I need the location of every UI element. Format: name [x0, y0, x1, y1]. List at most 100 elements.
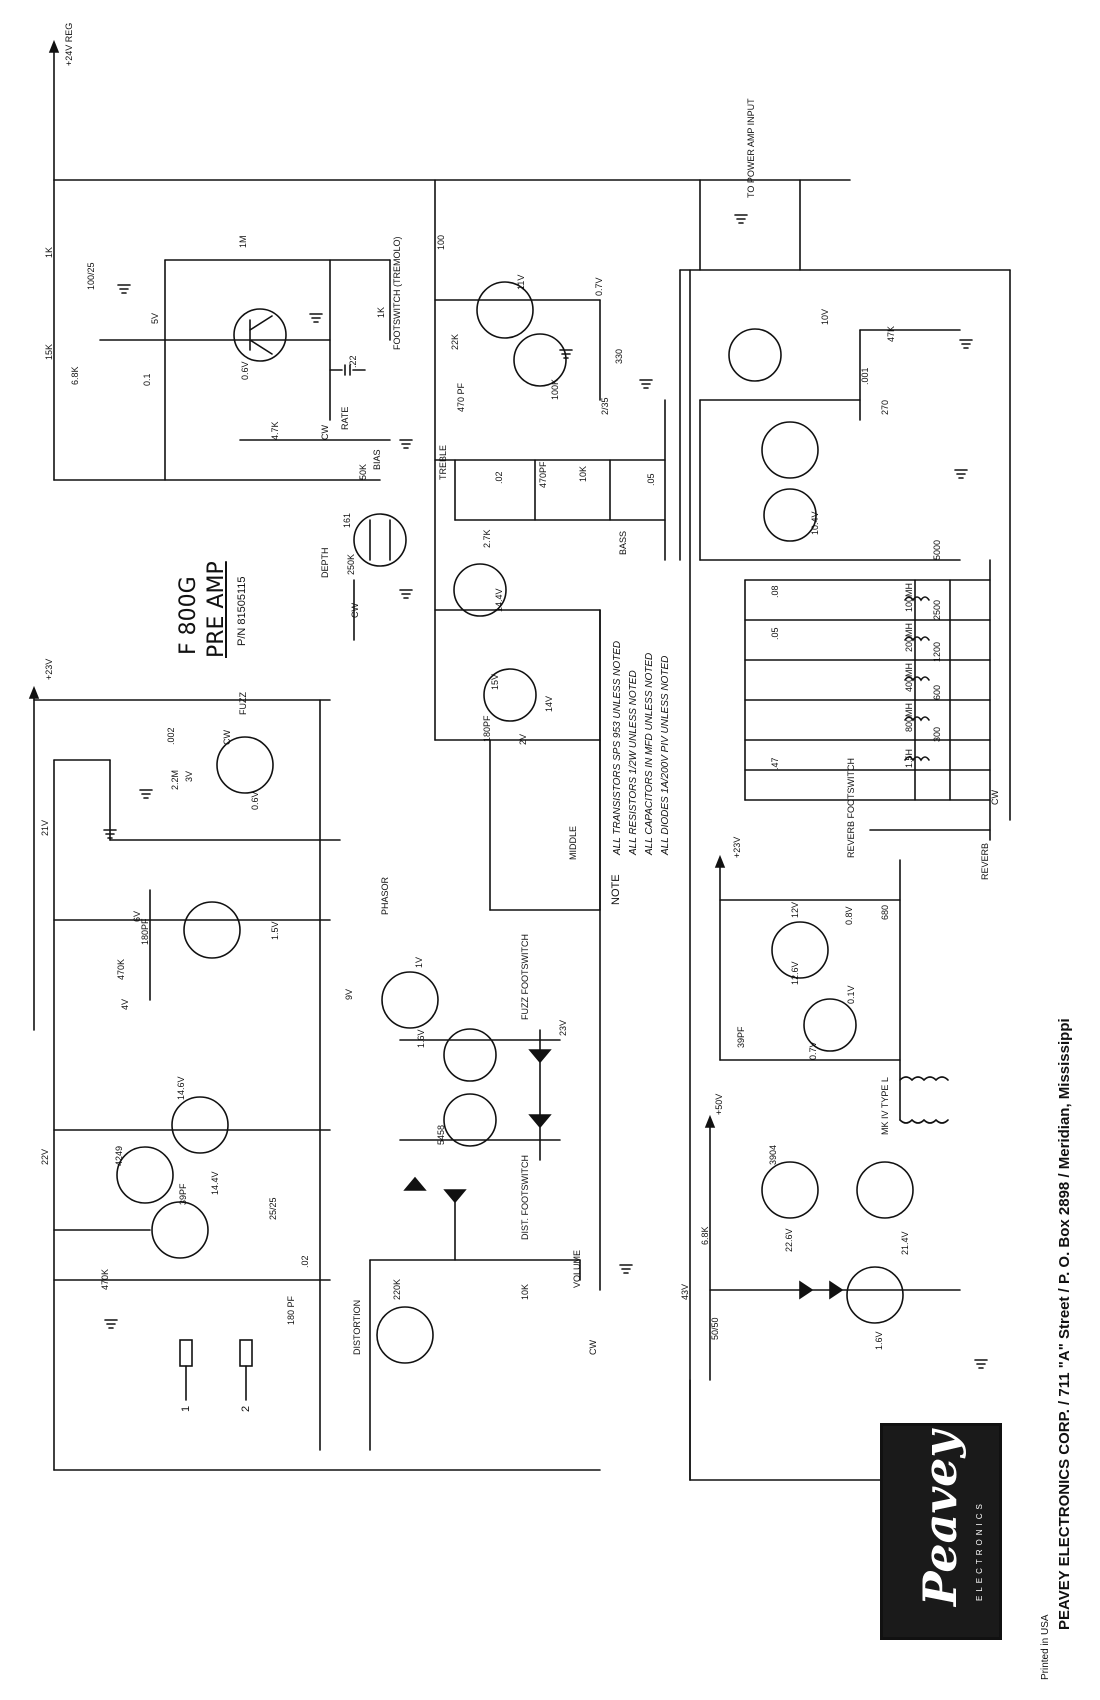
component-label: 5000: [932, 539, 942, 560]
component-label: 0.8V: [844, 906, 854, 925]
component-label: 21.4V: [900, 1231, 910, 1255]
note-line-2: ALL RESISTORS 1/2W UNLESS NOTED: [628, 670, 639, 855]
tremolo-footswitch-label: FOOTSWITCH (TREMOLO): [392, 236, 402, 351]
component-label: 1K: [44, 246, 54, 258]
logo-wordmark: Peavey: [913, 1430, 967, 1606]
dist-footswitch-label: DIST. FOOTSWITCH: [520, 1155, 530, 1240]
reg24-label: +24V REG: [64, 22, 74, 66]
input-jack-2-label: 2: [240, 1405, 252, 1412]
component-label: .08: [770, 585, 780, 598]
component-label: 15K: [44, 343, 54, 360]
component-label: .02: [300, 1255, 310, 1268]
v23-reverb-label: +23V: [732, 836, 742, 858]
cw-marker: CW: [588, 1340, 598, 1355]
component-label: 10V: [820, 308, 830, 325]
component-label: 1.5H: [904, 748, 914, 768]
component-label: 1.6V: [874, 1331, 884, 1350]
component-label: 0.6V: [240, 361, 250, 380]
cw-marker: CW: [350, 603, 360, 618]
component-label: 4V: [120, 998, 130, 1010]
component-label: 270: [880, 399, 890, 415]
company-address: PEAVEY ELECTRONICS CORP. / 711 "A" Stree…: [1056, 1018, 1073, 1630]
component-label: 5V: [150, 312, 160, 324]
component-label: 470K: [116, 958, 126, 980]
component-label: 470 PF: [456, 382, 466, 412]
power-amp-label: TO POWER AMP INPUT: [746, 98, 756, 198]
component-label: 2500: [932, 599, 942, 620]
component-label: 0.6V: [250, 791, 260, 810]
component-label: 0.1V: [846, 985, 856, 1004]
phasor-label: PHASOR: [380, 876, 390, 915]
component-label: 161: [342, 512, 352, 528]
component-label: .22: [348, 355, 358, 368]
component-label: .002: [166, 727, 176, 745]
printed-in: Printed in USA: [1040, 1614, 1051, 1680]
component-label: 800MH: [904, 702, 914, 732]
component-label: .02: [494, 471, 504, 484]
component-label: 220K: [392, 1278, 402, 1300]
cw-marker: CW: [222, 730, 232, 745]
component-label: 4249: [114, 1145, 124, 1166]
component-label: .05: [646, 473, 656, 486]
component-label: 330: [614, 348, 624, 364]
component-label: 10.4V: [810, 511, 820, 535]
component-label: 470PF: [538, 461, 548, 488]
logo-subtitle: ELECTRONICS: [975, 1500, 984, 1601]
component-label: 39PF: [178, 1183, 188, 1205]
reverb-label: REVERB: [980, 842, 990, 880]
component-label: 100/25: [86, 262, 96, 290]
component-label: 1.5V: [270, 921, 280, 940]
component-label: 4.7K: [270, 421, 280, 440]
bass-label: BASS: [618, 530, 628, 555]
component-label: 100MH: [904, 582, 914, 612]
cw-marker: CW: [320, 425, 330, 440]
component-label: 3904: [768, 1144, 778, 1165]
component-label: 14.6V: [176, 1076, 186, 1100]
component-label: 50/50: [710, 1317, 720, 1340]
fuzz-footswitch-label: FUZZ FOOTSWITCH: [520, 934, 530, 1020]
input-stages: [28, 685, 601, 1471]
component-label: 180PF: [482, 715, 492, 742]
component-label: 1200: [932, 641, 942, 662]
bias-label: BIAS: [372, 449, 382, 470]
component-label: 180PF: [140, 918, 150, 945]
component-label: 470K: [100, 1268, 110, 1290]
component-label: 23V: [558, 1019, 568, 1036]
component-label: 100: [436, 234, 446, 250]
reverb-recovery: [689, 269, 991, 1481]
component-label: 2/35: [600, 397, 610, 415]
power-rail-24v: [48, 39, 851, 741]
component-label: 6V: [132, 910, 142, 922]
component-label: 1V: [414, 956, 424, 968]
treble-label: TREBLE: [438, 444, 448, 480]
v50-label: +50V: [714, 1093, 724, 1115]
component-label: 14.4V: [210, 1171, 220, 1195]
component-label: 200MH: [904, 622, 914, 652]
note-line-3: ALL CAPACITORS IN MFD UNLESS NOTED: [644, 652, 655, 855]
tremolo-oscillator: [99, 259, 391, 481]
reverb-driver: [679, 179, 1011, 821]
component-label: 5458: [436, 1124, 446, 1145]
component-label: 300: [932, 726, 942, 742]
v23-label: +23V: [44, 658, 54, 680]
component-label: 22V: [40, 1148, 50, 1165]
component-label: 0.7V: [808, 1041, 818, 1060]
component-label: 14.4V: [494, 588, 504, 612]
component-label: 250K: [346, 553, 356, 575]
component-label: 39PF: [736, 1026, 746, 1048]
component-label: .001: [860, 367, 870, 385]
distortion-label: DISTORTION: [352, 1299, 362, 1355]
note-line-1: ALL TRANSISTORS SPS 953 UNLESS NOTED: [612, 640, 623, 855]
component-label: .05: [770, 627, 780, 640]
fet-switches: [369, 609, 601, 1451]
reverb-footswitch-label: REVERB FOOTSWITCH: [846, 757, 856, 858]
input-jack-1-label: 1: [180, 1405, 192, 1412]
component-label: 47K: [886, 325, 896, 342]
component-label: 1M: [238, 235, 248, 248]
component-label: 11V: [516, 274, 526, 290]
component-label: 1K: [376, 306, 386, 318]
component-label: 43V: [680, 1283, 690, 1300]
component-label: 15V: [490, 673, 500, 690]
component-label: 22K: [450, 333, 460, 350]
